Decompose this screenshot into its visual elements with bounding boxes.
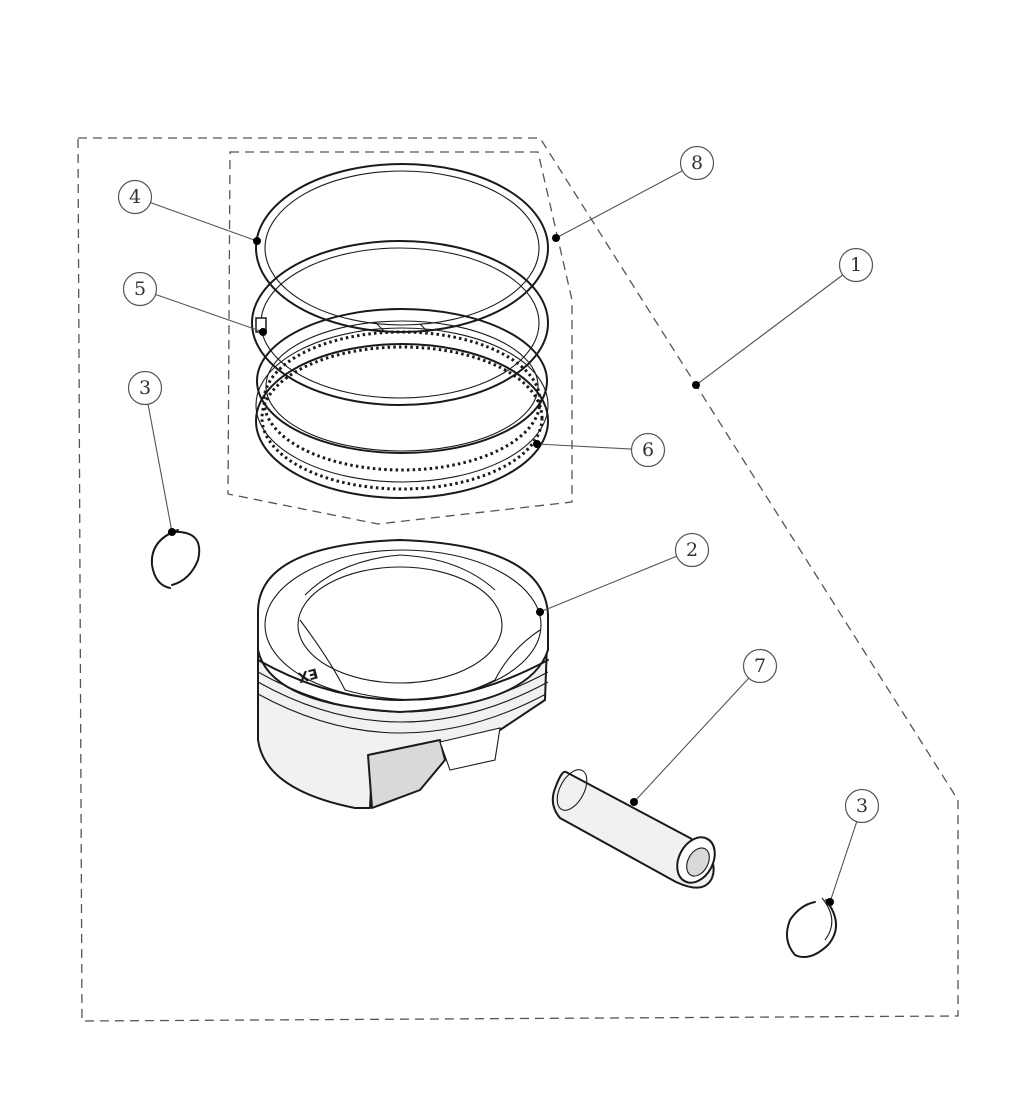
callout-3-left: 3 xyxy=(127,370,163,406)
oil-control-ring xyxy=(255,308,549,499)
top-compression-ring xyxy=(255,163,549,333)
svg-text:3: 3 xyxy=(139,377,151,399)
callout-4: 4 xyxy=(117,179,153,215)
piston-pin xyxy=(551,769,716,889)
callout-6: 6 xyxy=(630,432,666,468)
leader-dots xyxy=(168,234,834,906)
second-compression-ring xyxy=(251,240,549,406)
callout-8: 8 xyxy=(679,145,715,181)
svg-text:7: 7 xyxy=(754,655,766,677)
callout-7: 7 xyxy=(742,648,778,684)
svg-text:6: 6 xyxy=(642,439,654,461)
svg-text:2: 2 xyxy=(686,539,698,561)
piston: EX xyxy=(257,539,549,809)
piston-marking: EX xyxy=(296,664,320,685)
callout-1: 1 xyxy=(838,247,874,283)
callout-5: 5 xyxy=(122,271,158,307)
svg-text:8: 8 xyxy=(691,152,703,174)
ring-set-boundary xyxy=(227,151,573,525)
svg-text:3: 3 xyxy=(856,795,868,817)
svg-text:1: 1 xyxy=(850,254,862,276)
circlip-left xyxy=(150,529,201,589)
callout-2: 2 xyxy=(674,532,710,568)
callout-3-right: 3 xyxy=(844,788,880,824)
leader-lines xyxy=(134,162,863,903)
circlip-right xyxy=(785,897,837,958)
svg-text:5: 5 xyxy=(134,278,146,300)
svg-text:4: 4 xyxy=(129,186,141,208)
kit-boundary xyxy=(77,137,959,1022)
